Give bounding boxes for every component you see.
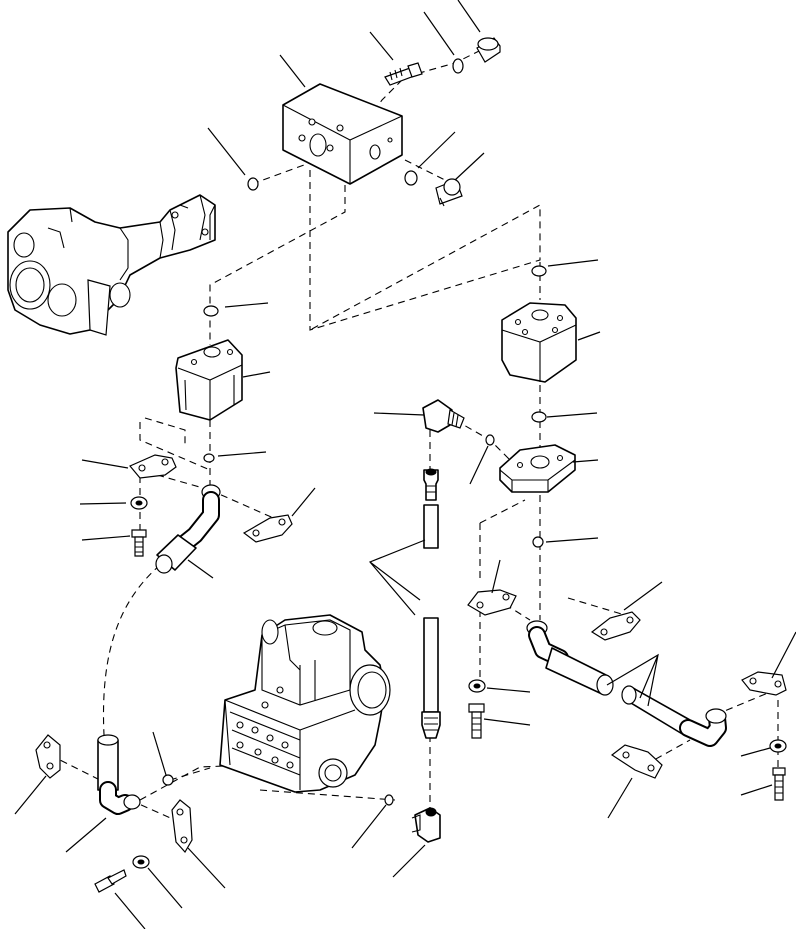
- o-ring: [452, 58, 464, 74]
- leader-lines: [14, 0, 796, 929]
- control-valve: [219, 614, 391, 793]
- flange-block: [499, 444, 576, 493]
- flange-block: [501, 302, 577, 383]
- bolt: [772, 767, 786, 801]
- split-flange: [129, 454, 177, 479]
- manifold-block: [282, 83, 403, 185]
- elbow-fitting: [411, 807, 441, 843]
- split-flange: [741, 671, 787, 696]
- elbow-fitting: [422, 399, 465, 433]
- o-ring: [247, 177, 259, 191]
- nut: [769, 739, 787, 753]
- hydraulic-pump: [7, 194, 216, 336]
- o-ring: [404, 170, 418, 186]
- nut: [130, 496, 148, 510]
- split-flange: [467, 589, 517, 616]
- o-ring: [531, 265, 547, 277]
- o-ring: [203, 453, 215, 463]
- hose-assembly: [155, 484, 221, 574]
- split-flange: [242, 514, 293, 543]
- o-ring: [203, 305, 219, 317]
- nut: [468, 679, 486, 693]
- split-flange: [171, 799, 193, 854]
- nut: [132, 855, 150, 869]
- o-ring: [531, 411, 547, 423]
- hose-assembly: [526, 620, 614, 696]
- bolt: [384, 62, 423, 86]
- hose-assembly: [621, 685, 727, 747]
- o-ring: [532, 536, 544, 548]
- split-flange: [35, 734, 61, 779]
- bolt: [468, 703, 485, 739]
- bolt: [131, 529, 147, 557]
- o-ring: [384, 794, 394, 806]
- hose-assembly: [421, 468, 441, 739]
- split-flange: [590, 611, 641, 641]
- flange-block: [175, 339, 243, 421]
- hose-assembly: [97, 734, 141, 815]
- split-flange: [610, 744, 663, 779]
- plug: [435, 178, 463, 207]
- plug: [476, 37, 501, 63]
- assembly-lines: [49, 47, 779, 821]
- o-ring: [162, 774, 174, 786]
- bolt: [94, 869, 127, 893]
- o-ring: [485, 434, 495, 446]
